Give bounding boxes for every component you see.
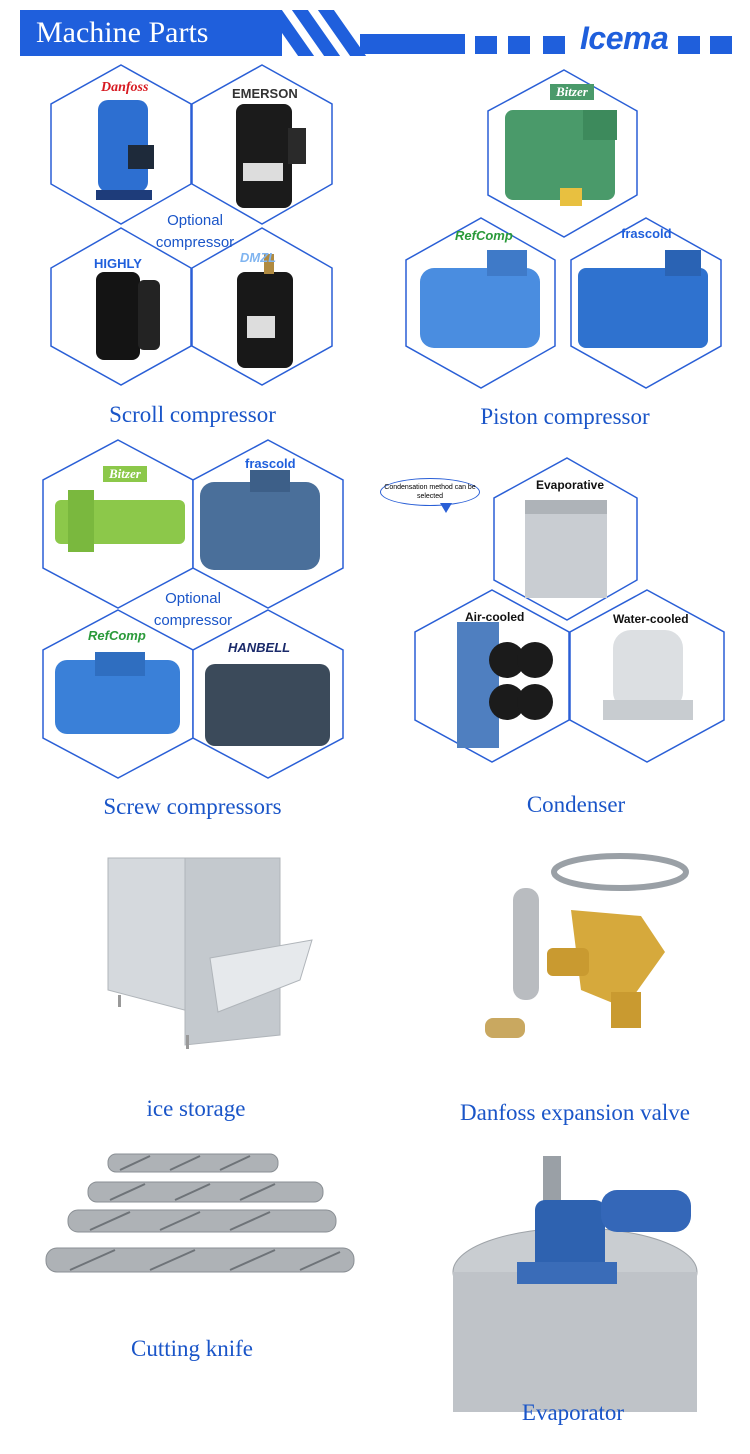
air-cooled-label: Air-cooled (465, 610, 525, 624)
evaporator-panel: Evaporator (375, 1140, 750, 1454)
bitzer-logo: Bitzer (550, 84, 594, 100)
dmzl-logo: DMZL (240, 250, 277, 265)
emerson-logo: EMERSON (232, 86, 298, 101)
evaporative-label: Evaporative (536, 478, 605, 492)
screw-compressors-panel: Bitzer frascold RefComp HANBELL Optional… (0, 439, 375, 840)
frascold-logo: frascold (621, 226, 672, 241)
expansion-valve-caption: Danfoss expansion valve (460, 1100, 690, 1125)
refcomp-logo: RefComp (88, 628, 146, 643)
evaporator-caption: Evaporator (521, 1400, 625, 1425)
hanbell-logo: HANBELL (228, 640, 291, 655)
danfoss-logo: Danfoss (101, 80, 149, 95)
header-square (710, 36, 732, 54)
speech-bubble-tail (440, 503, 452, 513)
cutting-knife-graphic (45, 1153, 355, 1273)
refcomp-logo: RefComp (455, 228, 513, 243)
piston-compressor-panel: Bitzer RefComp frascold Piston compresso… (375, 0, 750, 440)
piston-compressor-caption: Piston compressor (480, 404, 650, 429)
header-square (508, 36, 530, 54)
bitzer-logo: Bitzer (103, 466, 147, 482)
page-title: Machine Parts (36, 16, 209, 49)
scroll-hex-graphic (50, 64, 333, 386)
header-square (475, 36, 497, 54)
header-bar (360, 34, 465, 54)
optional-compressor-label: Optional compressor (153, 590, 233, 629)
page-header: Machine Parts Icema (0, 0, 750, 62)
condenser-hex-graphic (414, 457, 725, 763)
optional-compressor-label: Optional compressor (155, 212, 235, 251)
ice-storage-panel: ice storage (0, 840, 375, 1140)
header-square (543, 36, 565, 54)
frascold-logo: frascold (245, 456, 296, 471)
header-title-box: Machine Parts (20, 10, 282, 56)
water-cooled-label: Water-cooled (613, 612, 689, 626)
scroll-compressor-panel: Danfoss EMERSON HIGHLY DMZL Optional com… (0, 0, 375, 440)
condenser-caption: Condenser (526, 792, 626, 817)
cutting-knife-panel: Cutting knife (0, 1140, 375, 1380)
header-square (678, 36, 700, 54)
screw-hex-graphic (42, 439, 344, 779)
condensation-method-bubble: Condensation method can be selected (380, 478, 480, 506)
ice-storage-caption: ice storage (146, 1096, 246, 1121)
cutting-knife-caption: Cutting knife (130, 1336, 254, 1361)
scroll-compressor-caption: Scroll compressor (109, 402, 276, 427)
condenser-panel: Evaporative Air-cooled Water-cooled Cond… (375, 440, 750, 840)
evaporator-graphic (452, 1156, 698, 1412)
brand-logo: Icema (580, 20, 669, 56)
screw-compressors-caption: Screw compressors (103, 794, 282, 819)
expansion-valve-graphic (485, 853, 689, 1038)
piston-hex-graphic (405, 69, 722, 389)
ice-storage-graphic (107, 857, 313, 1049)
highly-logo: HIGHLY (94, 256, 142, 271)
expansion-valve-panel: Danfoss expansion valve (375, 840, 750, 1140)
